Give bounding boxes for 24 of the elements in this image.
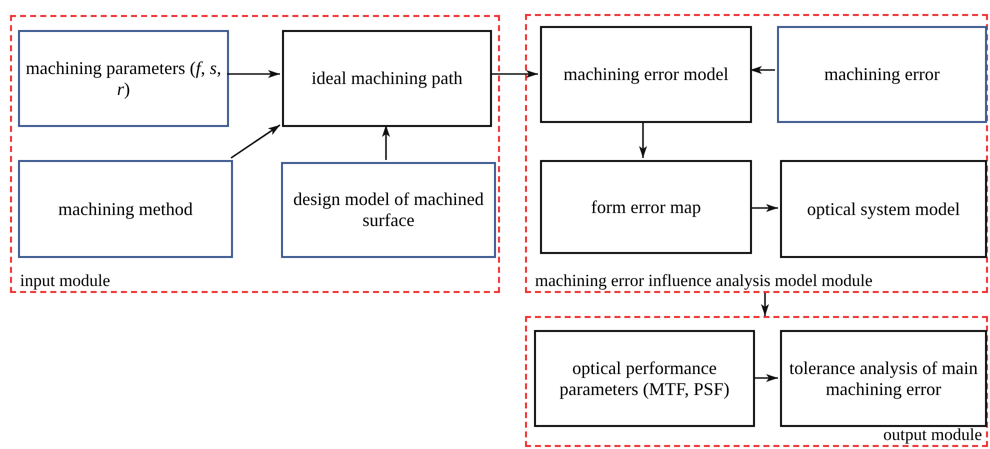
process-box: form error map bbox=[540, 160, 752, 254]
module-frame bbox=[525, 14, 988, 293]
arrow bbox=[382, 125, 390, 160]
process-box: tolerance analysis of main machining error bbox=[780, 330, 987, 427]
module-frame bbox=[10, 15, 500, 293]
arrow bbox=[490, 70, 538, 78]
process-box: design model of machined surface bbox=[281, 162, 496, 258]
process-box: machining error model bbox=[540, 26, 752, 123]
process-box: machining method bbox=[18, 160, 233, 258]
process-box: machining parameters (f, s, r) bbox=[18, 30, 229, 127]
arrow bbox=[753, 374, 778, 382]
arrow bbox=[761, 293, 769, 316]
module-label: machining error influence analysis model module bbox=[535, 270, 873, 291]
process-box: optical performance parameters (MTF, PSF) bbox=[534, 330, 755, 427]
arrow bbox=[750, 66, 775, 74]
process-box: ideal machining path bbox=[282, 30, 492, 127]
process-box: optical system model bbox=[780, 160, 987, 258]
module-label: input module bbox=[20, 270, 110, 291]
arrow bbox=[639, 121, 647, 158]
arrow bbox=[230, 124, 280, 159]
arrow bbox=[750, 204, 778, 212]
module-frame bbox=[525, 316, 988, 447]
process-box: machining error bbox=[777, 26, 987, 123]
arrow bbox=[227, 70, 280, 78]
